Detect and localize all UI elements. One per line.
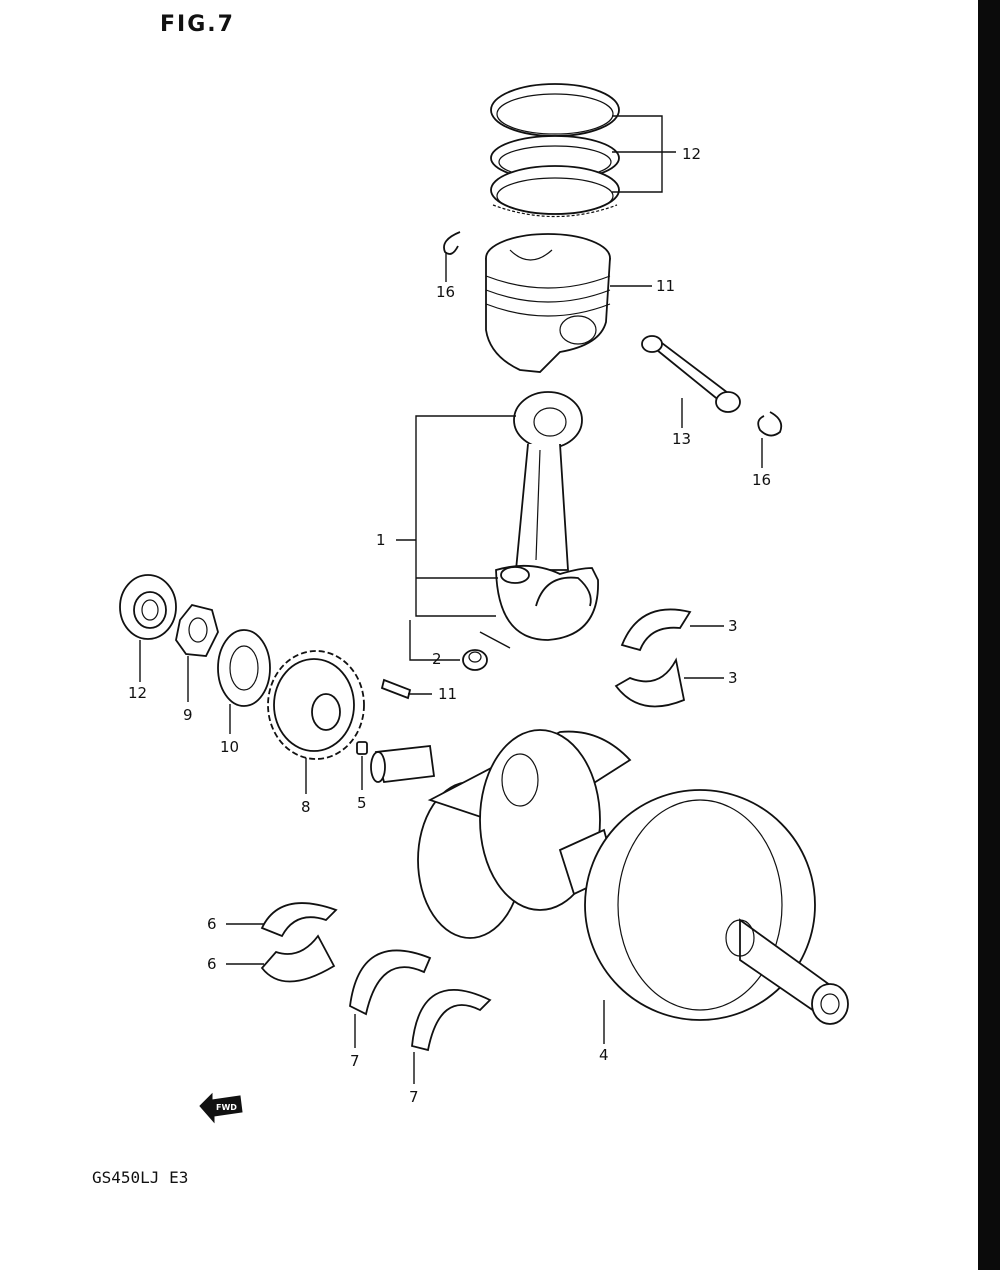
callout-14: 12	[682, 145, 701, 163]
callout-6-upper: 6	[207, 915, 217, 933]
scan-edge-bar	[978, 0, 1000, 1270]
dowel-pin[interactable]	[356, 741, 368, 755]
thrust-washer-right[interactable]	[411, 989, 492, 1052]
callout-10: 10	[220, 738, 239, 756]
callout-3-upper: 3	[728, 617, 738, 635]
piston-rings[interactable]	[490, 83, 620, 218]
crankshaft[interactable]	[370, 729, 849, 1025]
callout-1: 1	[376, 531, 386, 549]
circlip-left[interactable]	[443, 231, 461, 255]
callout-2: 2	[432, 650, 442, 668]
callout-9: 9	[183, 706, 193, 724]
callout-16-left: 16	[436, 283, 455, 301]
callout-4: 4	[599, 1046, 609, 1064]
callout-11: 11	[438, 685, 457, 703]
circlip-right[interactable]	[757, 411, 783, 437]
main-bearing-upper[interactable]	[260, 902, 338, 938]
piston-pin[interactable]	[641, 335, 741, 413]
thrust-washer-left[interactable]	[349, 949, 432, 1016]
callout-7-right: 7	[409, 1088, 419, 1106]
fwd-arrow-icon: FWD	[199, 1092, 243, 1124]
figure-title: FIG.7	[160, 12, 235, 37]
main-bearing-lower[interactable]	[260, 934, 336, 983]
callout-12: 12	[128, 684, 147, 702]
washer[interactable]	[217, 629, 271, 707]
callout-15: 13	[672, 430, 691, 448]
crankpin-bearing-lower[interactable]	[614, 657, 686, 708]
fwd-label: FWD	[216, 1103, 237, 1112]
exploded-parts-diagram: FWD	[119, 83, 849, 1124]
primary-drive-gear[interactable]	[267, 650, 365, 760]
callout-8: 8	[301, 798, 311, 816]
conrod-nut[interactable]	[462, 649, 488, 671]
callout-labels: 12 11 16 13 16 1 2 3 3 11 12 9 10 8 5 6 …	[128, 145, 771, 1106]
piston[interactable]	[485, 233, 611, 373]
connecting-rod[interactable]	[495, 391, 599, 641]
callout-16-right: 16	[752, 471, 771, 489]
callout-13: 11	[656, 277, 675, 295]
crankpin-bearing-upper[interactable]	[620, 608, 692, 652]
model-code: GS450LJ E3	[92, 1168, 189, 1187]
callout-5: 5	[357, 794, 367, 812]
woodruff-key[interactable]	[380, 678, 412, 700]
callout-7-left: 7	[350, 1052, 360, 1070]
bearing-race[interactable]	[119, 574, 177, 640]
leader-lines	[139, 115, 763, 1084]
callout-6-lower: 6	[207, 955, 217, 973]
callout-3-lower: 3	[728, 669, 738, 687]
hex-nut[interactable]	[175, 603, 219, 657]
